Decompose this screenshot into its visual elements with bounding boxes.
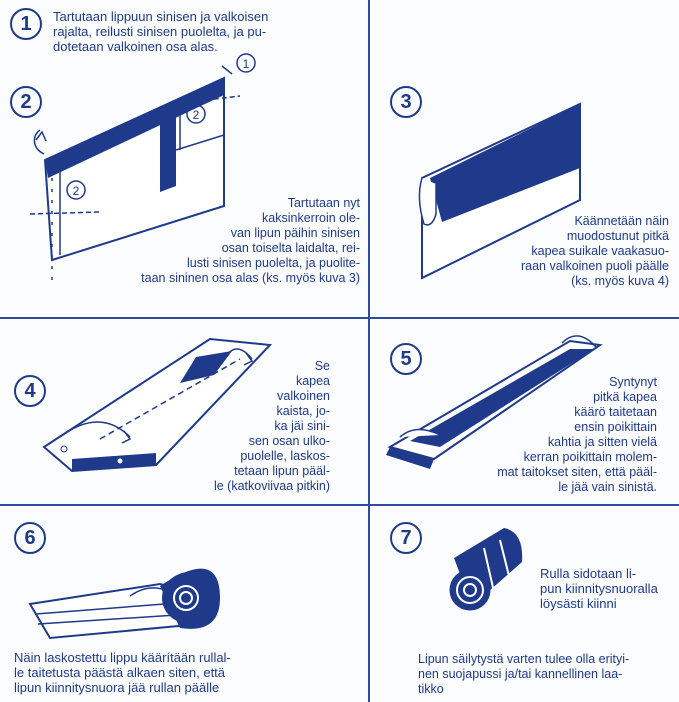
callout-1: 1 [243,57,250,71]
column-divider [368,0,370,702]
storage-note: Lipun säilytystä varten tulee olla erity… [418,652,630,696]
step-4-illustration [42,337,273,473]
step-7-text: Rulla sidotaan li- pun kiinnitysnuoralla… [540,566,658,611]
row-divider-2 [0,504,679,506]
step-number-7: 7 [390,522,422,554]
callout-2b: 2 [73,184,80,198]
step-2-illustration: 1 2 2 [29,53,256,285]
step-7-illustration [449,528,523,611]
step-number-6: 6 [14,522,46,554]
step-number-1: 1 [10,8,42,40]
panel-step-6: 6 Näin laskostettu lippu käärítään rulla… [0,506,368,702]
step-4-text: Se kapea valkoinen kaista, jo- ka jäi si… [213,359,330,493]
step-6-text: Näin laskostettu lippu käärítään rullal-… [14,650,231,695]
panel-step-3: 3 Käännetään näin muodostunut pitkä kape… [370,0,679,317]
callout-2a: 2 [193,108,200,122]
step-number-5: 5 [390,343,422,375]
row-divider-1 [0,317,679,319]
panel-step-5: 5 Syntynyt pitkä kapea käärö taitetaan e… [370,319,679,504]
step-3-text: Käännetään näin muodostunut pitkä kapea … [520,214,669,288]
step-6-illustration [28,568,220,640]
panel-step-7: 7 Rulla sidotaan li- pun kiinnitysnuoral… [370,506,679,702]
step-5-text: Syntynyt pitkä kapea käärö taitetaan ens… [497,375,657,494]
step-number-3: 3 [390,86,422,118]
step-5-illustration [386,335,603,469]
panel-steps-1-2: 1 Tartutaan lippuun sinisen ja valkoisen… [0,0,368,317]
step-number-2: 2 [10,86,42,118]
step-1-text: Tartutaan lippuun sinisen ja valkoisen r… [53,9,269,54]
step-number-4: 4 [14,375,46,407]
panel-step-4: 4 Se kapea valkoinen kaista, jo- ka jäi … [0,319,368,504]
step-3-illustration [418,102,581,280]
step-2-text: Tartutaan nyt kaksinkerroin ole- van lip… [141,196,360,285]
